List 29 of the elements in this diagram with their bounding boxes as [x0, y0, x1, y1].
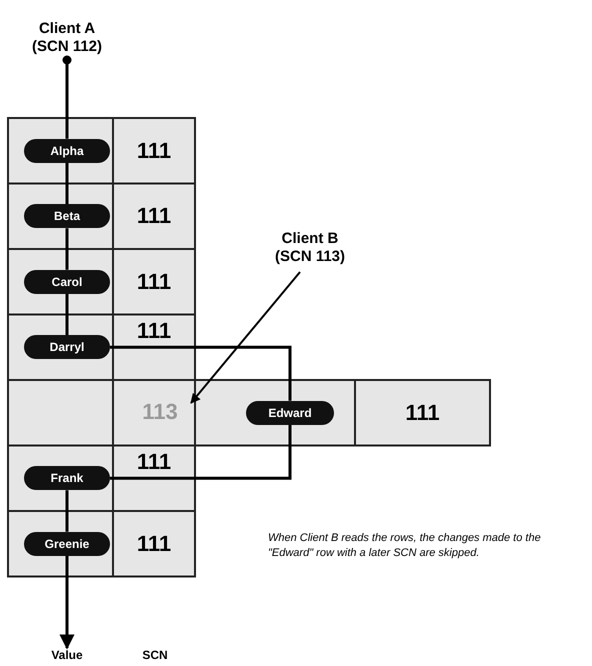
scn-value: 111 — [136, 138, 172, 164]
scn-value: 111 — [136, 268, 172, 295]
value-pill: Greenie — [24, 532, 110, 556]
scn-value: 113 — [135, 399, 185, 425]
connector-line — [66, 228, 68, 270]
scn-value: 111 — [136, 530, 172, 557]
value-pill: Frank — [24, 466, 110, 490]
connector-line — [66, 490, 68, 532]
arrow — [190, 271, 301, 404]
client-label: Client A (SCN 112) — [22, 20, 112, 60]
value-pill: Darryl — [24, 335, 110, 360]
connector-line — [66, 294, 68, 336]
value-pill: Alpha — [24, 138, 110, 163]
scn-value: 111 — [404, 400, 441, 426]
note-text: When Client B reads the rows, the changes made to the "Edward" row with a later SCN are skipped. — [268, 531, 542, 561]
value-pill: Carol — [24, 270, 110, 294]
arrow — [60, 556, 74, 650]
scn-value: 111 — [136, 449, 172, 476]
connector-line — [110, 346, 292, 401]
column-label: Value — [40, 648, 94, 666]
client-label: Client B (SCN 113) — [265, 230, 355, 270]
connector-line — [62, 56, 72, 139]
column-label: SCN — [141, 648, 169, 662]
connector-line — [110, 424, 292, 480]
connector-line — [66, 162, 68, 204]
value-pill: Edward — [246, 400, 334, 425]
scn-value: 111 — [136, 203, 172, 230]
value-pill: Beta — [24, 204, 110, 228]
scn-value: 111 — [136, 318, 172, 344]
